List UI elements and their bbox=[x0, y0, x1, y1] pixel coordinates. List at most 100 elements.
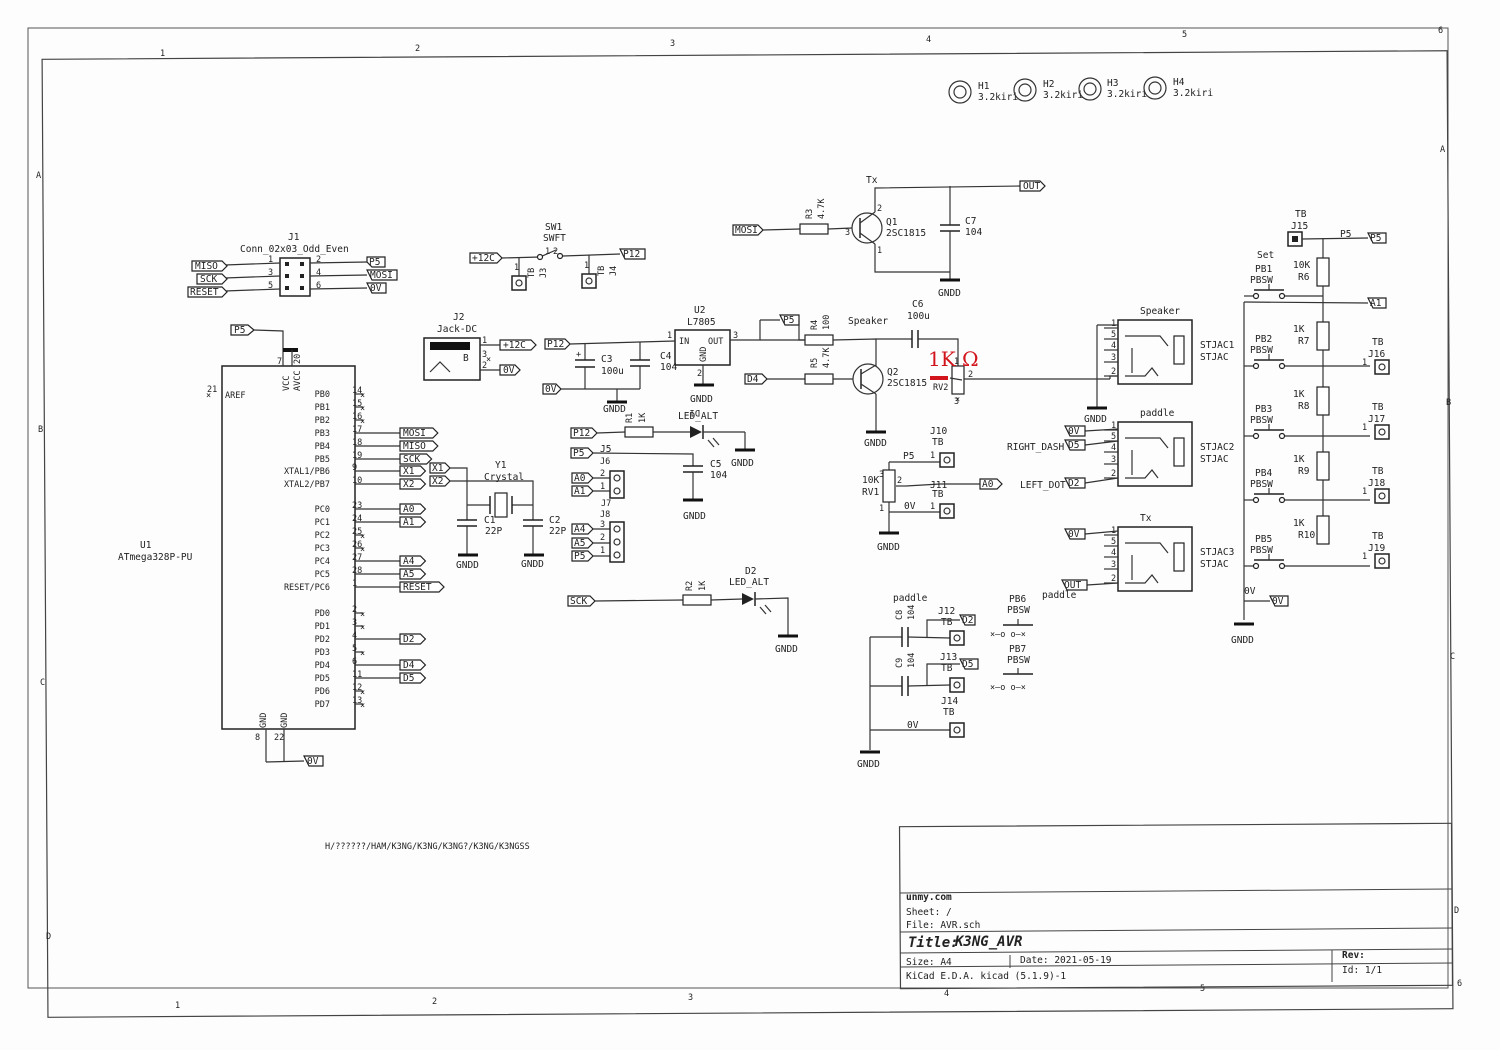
net-label: A4 bbox=[574, 524, 586, 535]
jack-sleeve bbox=[1173, 542, 1185, 572]
jack-contact bbox=[1125, 367, 1159, 377]
c3-value: 100u bbox=[601, 366, 624, 377]
resistor-ref: R6 bbox=[1298, 272, 1310, 283]
net-label: A1 bbox=[574, 486, 586, 497]
isp-header-j1: J1 Conn_02x03_Odd_Even 1 2 3 4 5 6 MISO … bbox=[187, 232, 398, 298]
jack-contact bbox=[1125, 335, 1169, 347]
hole-ref: H4 bbox=[1173, 77, 1185, 88]
pin-num: 5 bbox=[1111, 537, 1116, 547]
title-label: Title: bbox=[908, 935, 959, 951]
polarity-plus: + bbox=[576, 350, 581, 360]
pin-num: 1 bbox=[930, 502, 935, 512]
jack-nets: GNDD 0V RIGHT_DASH D5 LEFT_DOT D2 0V OUT… bbox=[1007, 325, 1107, 601]
terminal-screw bbox=[1378, 557, 1386, 565]
pin-num: 8 bbox=[255, 733, 260, 743]
c2-value: 22P bbox=[549, 526, 566, 537]
pin-num: 5 bbox=[1111, 330, 1116, 340]
led-d2: SCK R2 1K GNDD D2 LED_ALT bbox=[567, 566, 798, 655]
r4-ref: R4 bbox=[810, 320, 820, 330]
jack-sleeve bbox=[1173, 437, 1185, 467]
d2-ref: D2 bbox=[745, 566, 756, 577]
nc-mark: × bbox=[360, 623, 365, 633]
pin-num: 3 bbox=[1111, 455, 1116, 465]
net-label: D5 bbox=[1068, 440, 1079, 451]
terminal-screw bbox=[1378, 492, 1386, 500]
rev-label: Rev: bbox=[1342, 950, 1365, 961]
jack-body bbox=[1117, 421, 1193, 487]
c1-value: 22P bbox=[485, 526, 502, 537]
tb-label: TB bbox=[932, 437, 944, 448]
net-label: P5 bbox=[574, 551, 585, 562]
pin-num: 1 bbox=[879, 504, 884, 514]
j10-ref: J10 bbox=[930, 426, 947, 437]
pin-num: 1 bbox=[584, 261, 589, 271]
jack-b: B bbox=[463, 353, 469, 364]
pushbuttons-pb6-pb7: PB6 PBSW ×—o o—× PB7 PBSW ×—o o—× bbox=[990, 594, 1033, 693]
pin-num: 16 bbox=[352, 412, 362, 422]
net-label: A5 bbox=[574, 538, 585, 549]
j2-value: Jack-DC bbox=[437, 324, 477, 335]
pin-num: 1 bbox=[1111, 319, 1116, 329]
pin-name: RESET/PC6 bbox=[284, 583, 330, 593]
col-label: 4 bbox=[944, 989, 949, 999]
pb7-contacts: ×—o o—× bbox=[990, 683, 1026, 693]
pin-num: 1 bbox=[1111, 421, 1116, 431]
pin-num: 9 bbox=[352, 463, 357, 473]
resistor-value: 1K bbox=[1293, 518, 1305, 529]
pin-num: 3 bbox=[954, 397, 959, 407]
net-label-box bbox=[399, 516, 427, 528]
pb6-ref: PB6 bbox=[1009, 594, 1026, 605]
pin-name: PD7 bbox=[315, 700, 330, 710]
nc-mark: × bbox=[360, 701, 365, 711]
j3-ref: J3 bbox=[539, 268, 549, 278]
net-label: 0V bbox=[503, 365, 515, 376]
gnd-label: GNDD bbox=[857, 759, 880, 770]
net-label: A4 bbox=[403, 556, 415, 567]
pin-num: 1 bbox=[667, 331, 672, 341]
paddle-caps: paddle C8 104 C9 104 J12 TB D2 J13 TB D5… bbox=[857, 593, 979, 770]
pushbutton-value: PBSW bbox=[1250, 479, 1273, 490]
button-ladder: TB J15 P5 P5 Set A1 0V 0V GNDD 10KR61KR7… bbox=[1231, 209, 1390, 646]
pin-num: 28 bbox=[352, 566, 362, 576]
pin-num: 25 bbox=[352, 527, 362, 537]
ladder-resistor bbox=[1316, 321, 1330, 351]
nc-mark: × bbox=[360, 532, 365, 542]
net-label: D4 bbox=[747, 374, 759, 385]
gnd-label: GNDD bbox=[690, 394, 713, 405]
gnd-label: GNDD bbox=[864, 438, 887, 449]
c6-ref: C6 bbox=[912, 299, 924, 310]
pin-num: 1 bbox=[1362, 487, 1367, 497]
pin-num: 5 bbox=[1111, 432, 1116, 442]
pin-num: 20 bbox=[293, 354, 303, 364]
pin-num: 1 bbox=[954, 357, 959, 367]
jack-title: Tx bbox=[1140, 513, 1152, 524]
gnd-label: GNDD bbox=[1231, 635, 1254, 646]
pin-name: PC4 bbox=[315, 557, 330, 567]
c3-ref: C3 bbox=[601, 354, 612, 365]
pin-num: 3 bbox=[268, 268, 273, 278]
u1-body bbox=[221, 365, 356, 730]
pin-num: 13 bbox=[352, 696, 362, 706]
mounting-holes: H1 3.2kiri H2 3.2kiri H3 3.2kiri H4 3.2k… bbox=[948, 76, 1213, 104]
pin-num: 26 bbox=[352, 540, 362, 550]
pin-name: PB3 bbox=[315, 429, 330, 439]
pin-num: 5 bbox=[268, 281, 273, 291]
d1-value: LED_ALT bbox=[678, 411, 718, 422]
jack-value: STJAC bbox=[1200, 454, 1229, 465]
pushbutton-contact bbox=[1252, 292, 1260, 300]
pin-num: 1 bbox=[600, 482, 605, 492]
speaker-label: Speaker bbox=[848, 316, 888, 327]
gnd-label: GNDD bbox=[731, 458, 754, 469]
c2-ref: C2 bbox=[549, 515, 560, 526]
pin-num: 21 bbox=[207, 385, 217, 395]
col-label: 1 bbox=[160, 49, 165, 59]
hole-value: 3.2kiri bbox=[1173, 88, 1213, 99]
net-label: 0V bbox=[370, 283, 382, 294]
c4-ref: C4 bbox=[660, 351, 672, 362]
pb7-ref: PB7 bbox=[1009, 644, 1026, 655]
terminal-ref: J17 bbox=[1368, 414, 1385, 425]
resistor-ref: R7 bbox=[1298, 336, 1309, 347]
pushbutton-contact bbox=[1278, 562, 1286, 570]
